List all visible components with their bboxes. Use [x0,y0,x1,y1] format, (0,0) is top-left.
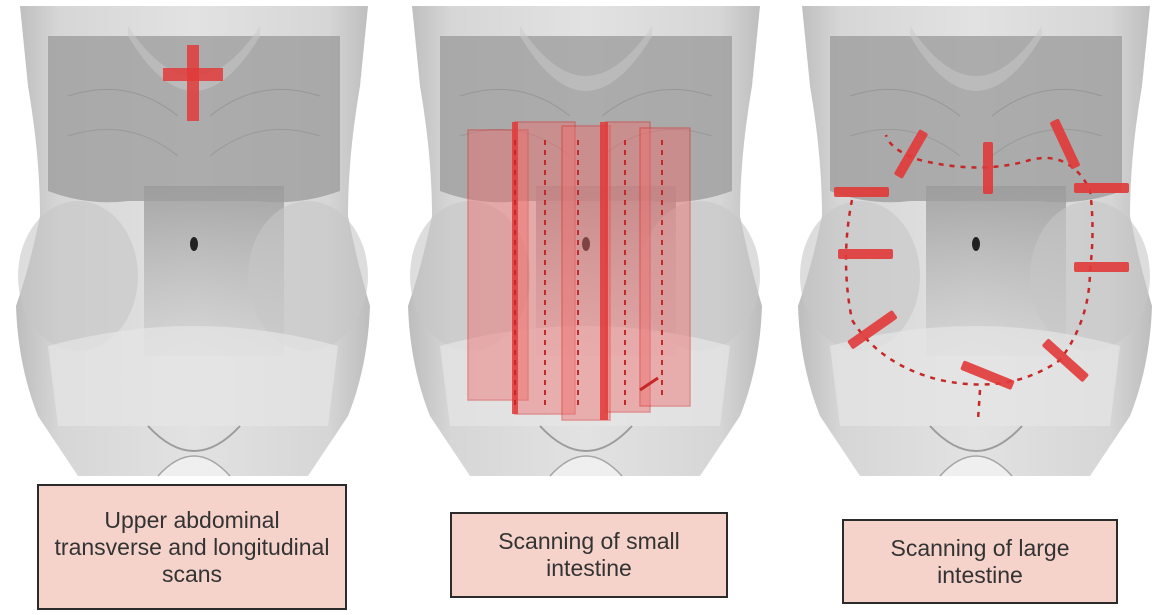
caption-upper-abdominal-text: Upper abdominal transverse and longitudi… [49,507,335,588]
small-intestine-scan-bands [468,122,690,420]
caption-small-intestine: Scanning of small intestine [450,512,728,598]
upper-abdominal-scan-figure [8,0,380,495]
caption-large-intestine: Scanning of large intestine [842,519,1118,604]
small-intestine-scan-figure [400,0,772,495]
caption-large-intestine-text: Scanning of large intestine [854,535,1106,589]
caption-upper-abdominal: Upper abdominal transverse and longitudi… [37,484,347,610]
caption-small-intestine-text: Scanning of small intestine [462,528,716,582]
large-intestine-scan-figure [790,0,1158,495]
